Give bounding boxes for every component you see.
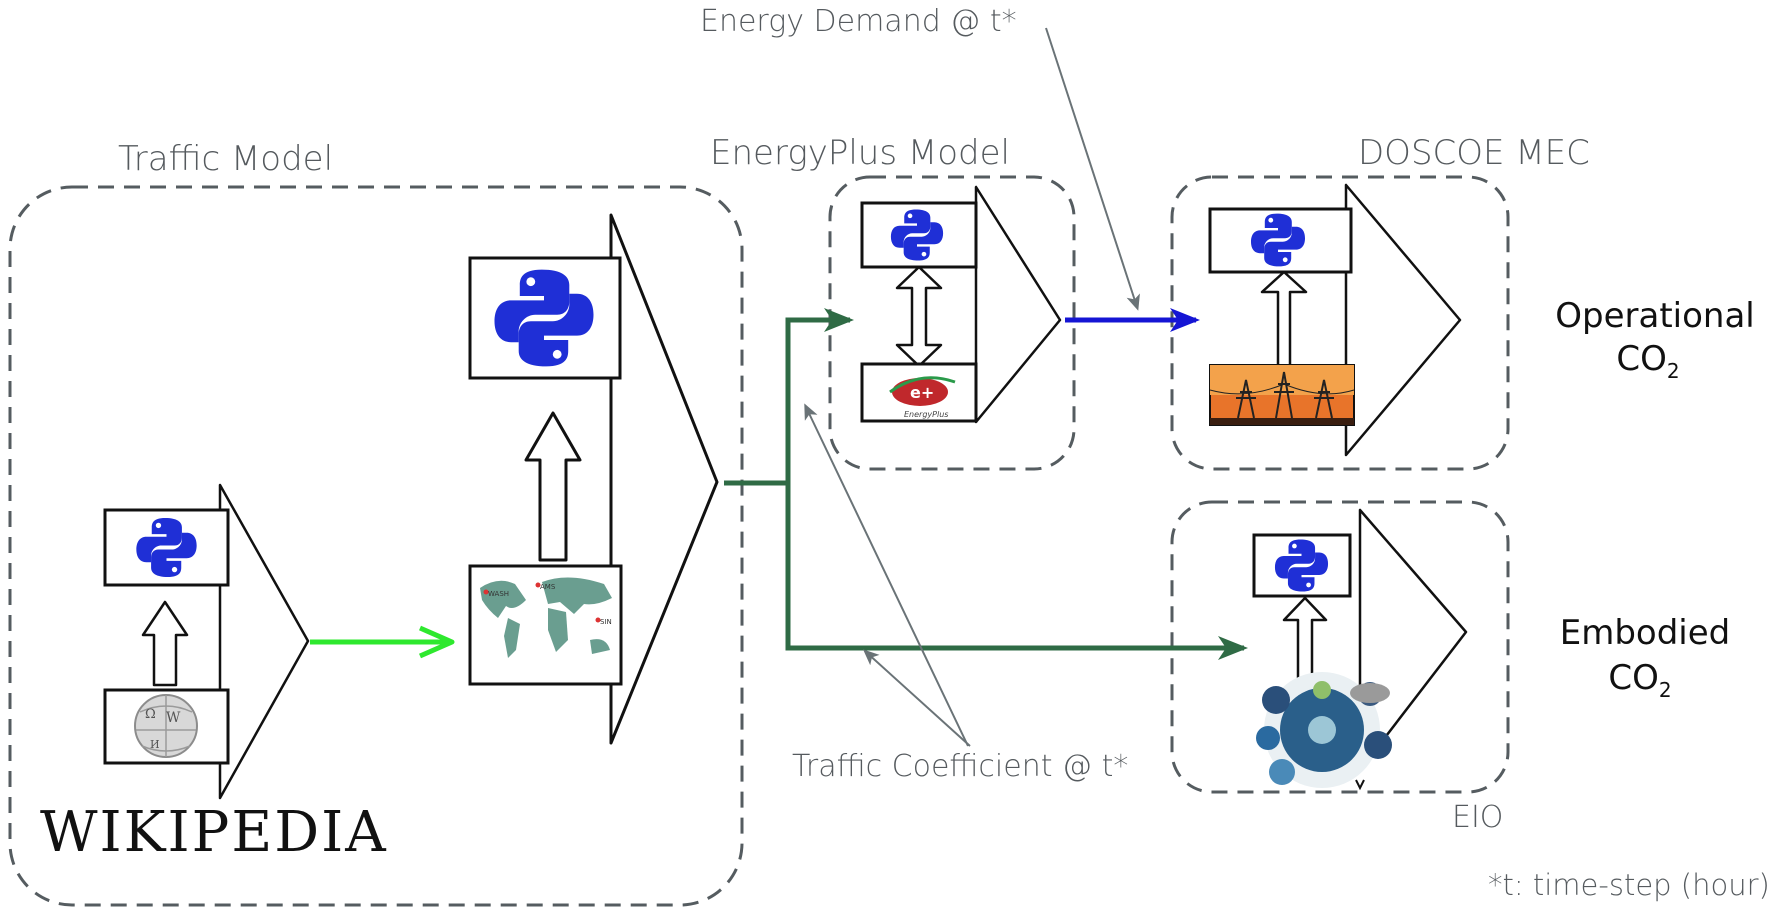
footnote-label: *t: time-step (hour): [1488, 868, 1770, 902]
energyplus-funnel: e+ EnergyPlus: [860, 185, 1062, 424]
eio-funnel: [1252, 508, 1468, 791]
energy-demand-label: Energy Demand @ t*: [700, 4, 1017, 39]
traffic-funnel: WASH AMS SIN: [468, 213, 719, 745]
energyplus-model-label: EnergyPlus Model: [710, 133, 1010, 173]
doscoe-funnel: [1208, 183, 1462, 457]
up-arrow: [524, 411, 582, 562]
traffic-coefficient-pointer-upper: [804, 403, 969, 747]
operational-co2-output: Operational CO2: [1555, 296, 1754, 383]
embodied-co2-output: Embodied CO2: [1560, 613, 1731, 702]
world-map-icon: WASH AMS SIN: [480, 577, 612, 658]
operational-line1: Operational: [1555, 296, 1754, 336]
map-label-sin: SIN: [600, 618, 612, 626]
up-arrow: [1260, 270, 1308, 370]
svg-text:EnergyPlus: EnergyPlus: [904, 410, 948, 419]
double-arrow: [895, 265, 943, 368]
up-arrow: [1282, 596, 1328, 684]
traffic-coefficient-pointer-lower: [863, 649, 971, 747]
traffic-coefficient-label: Traffic Coefficient @ t*: [792, 749, 1128, 784]
dark-green-branch-lower: [785, 483, 1248, 660]
embodied-line2: CO2: [1608, 658, 1671, 702]
up-arrow: [141, 600, 189, 687]
power-grid-icon: [1209, 365, 1355, 425]
traffic-model-label: Traffic Model: [118, 139, 333, 179]
svg-text:e+: e+: [910, 383, 934, 402]
traffic-model-group: [8, 185, 744, 907]
map-label-wash: WASH: [488, 590, 509, 598]
eio-label: EIO: [1452, 800, 1503, 835]
wikipedia-wordmark: WIKIPEDIA: [40, 800, 388, 865]
energyplus-logo-icon: e+ EnergyPlus: [889, 376, 956, 419]
wikipedia-globe-icon: Ω W И: [134, 694, 198, 758]
eio-infographic-icon: [1256, 672, 1392, 788]
svg-text:Ω: Ω: [145, 707, 156, 722]
embodied-line1: Embodied: [1560, 613, 1731, 653]
energy-demand-pointer: [1045, 27, 1140, 311]
doscoe-mec-label: DOSCOE MEC: [1358, 133, 1590, 173]
svg-text:W: W: [166, 710, 181, 726]
map-label-ams: AMS: [540, 583, 556, 591]
wikipedia-funnel: Ω W И: [103, 483, 310, 800]
operational-line2: CO2: [1616, 339, 1679, 383]
svg-text:И: И: [150, 738, 160, 751]
dark-green-branch: [724, 308, 854, 486]
